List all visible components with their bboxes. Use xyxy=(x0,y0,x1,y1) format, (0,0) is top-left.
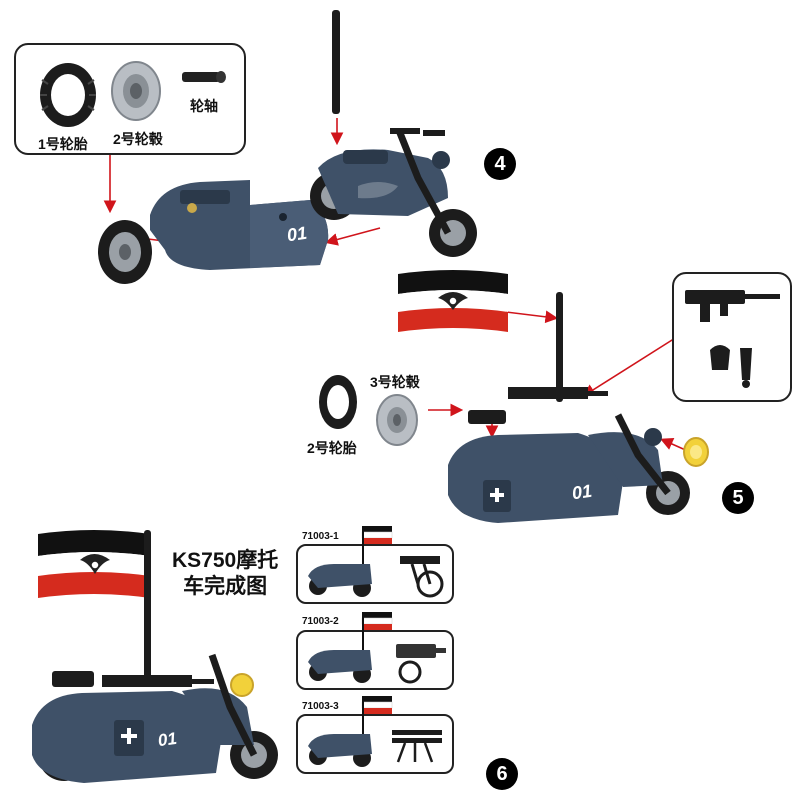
axle-icon xyxy=(180,66,228,88)
step5-number: 5 xyxy=(722,482,754,514)
axle-label: 轮轴 xyxy=(190,96,218,116)
sidecar-number-6: 01 xyxy=(157,729,179,751)
final-flag-icon xyxy=(38,528,150,600)
step4-number: 4 xyxy=(484,148,516,180)
flag-icon xyxy=(398,268,508,334)
final-title-line1: KS750摩托 xyxy=(172,548,278,574)
step5-tire-label: 2号轮胎 xyxy=(307,438,357,458)
sidecar-number-5: 01 xyxy=(571,481,594,505)
step5-rim-label: 3号轮毂 xyxy=(370,372,420,392)
final-motorcycle-icon xyxy=(22,645,284,795)
variant-2-icon xyxy=(300,604,450,688)
rim-icon xyxy=(108,58,164,124)
step5-motorcycle-icon xyxy=(438,375,698,535)
rim-label: 2号轮毂 xyxy=(113,129,163,149)
motorcycle-icon xyxy=(298,128,488,260)
variant-3-icon xyxy=(300,688,450,772)
final-title-line2: 车完成图 xyxy=(172,574,278,600)
tire-label: 1号轮胎 xyxy=(38,134,88,154)
variant-1-icon xyxy=(300,518,450,602)
cross-emblem-icon xyxy=(460,180,472,192)
step5-tire-icon xyxy=(316,372,360,432)
final-title: KS750摩托 车完成图 xyxy=(172,548,278,600)
headlight-icon xyxy=(682,436,710,468)
step6-number: 6 xyxy=(486,758,518,790)
tire-icon xyxy=(36,60,100,130)
arrow-flag-to-pole xyxy=(506,312,555,318)
flag-pole-icon xyxy=(332,10,340,114)
step5-rim-icon xyxy=(374,392,420,448)
